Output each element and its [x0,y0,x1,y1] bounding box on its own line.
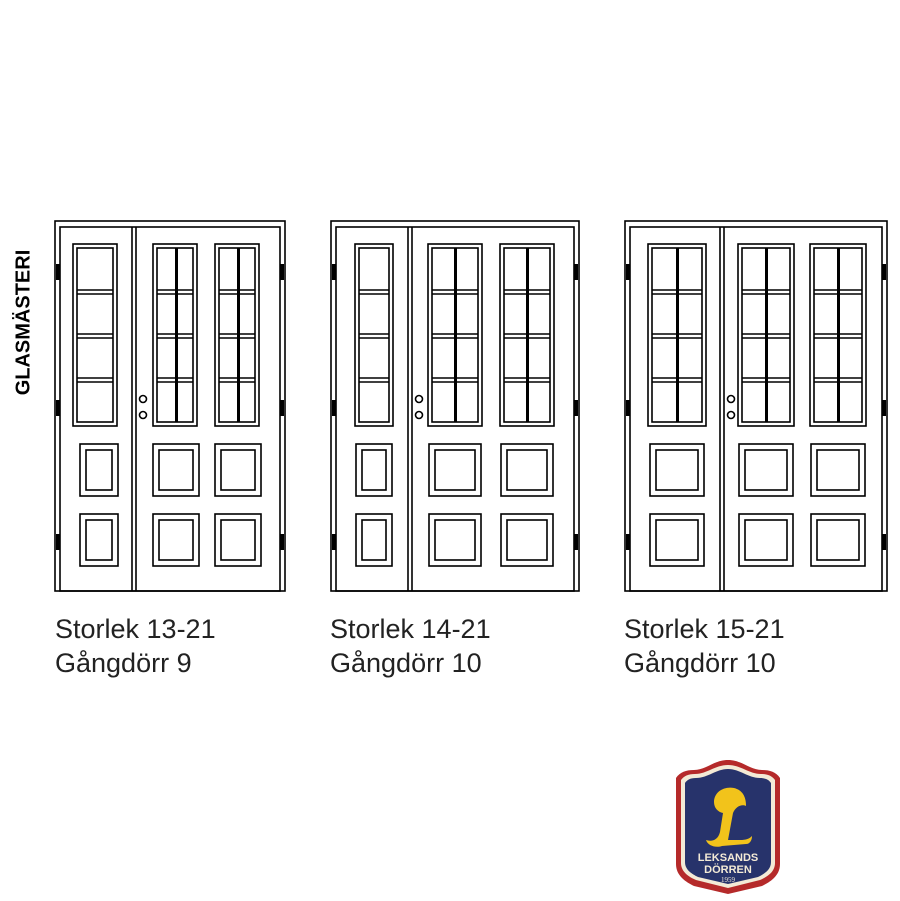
side-title-text: GLASMÄSTERI [12,249,35,396]
logo-year: 1959 [721,876,736,884]
door-leaf-label: Gångdörr 10 [330,648,482,678]
logo-line2: DÖRREN [704,863,752,876]
door-drawing-3 [622,218,890,594]
door-size-label: Storlek 14-21 [330,614,491,644]
leksands-dorren-logo: LEKSANDS DÖRREN 1959 [672,758,784,896]
door-caption-1: Storlek 13-21 Gångdörr 9 [55,612,216,680]
logo-badge-icon: LEKSANDS DÖRREN 1959 [676,760,780,894]
door-leaf-label: Gångdörr 10 [624,648,776,678]
door-size-label: Storlek 15-21 [624,614,785,644]
door-drawing-1 [52,218,288,594]
door-caption-2: Storlek 14-21 Gångdörr 10 [330,612,491,680]
door-svg-3 [624,220,888,592]
door-leaf-label: Gångdörr 9 [55,648,192,678]
door-caption-3: Storlek 15-21 Gångdörr 10 [624,612,785,680]
door-size-label: Storlek 13-21 [55,614,216,644]
door-svg-2 [330,220,580,592]
side-title: GLASMÄSTERI [6,220,42,425]
door-drawing-2 [328,218,582,594]
door-svg-1 [54,220,286,592]
logo-line1: LEKSANDS [698,852,759,864]
